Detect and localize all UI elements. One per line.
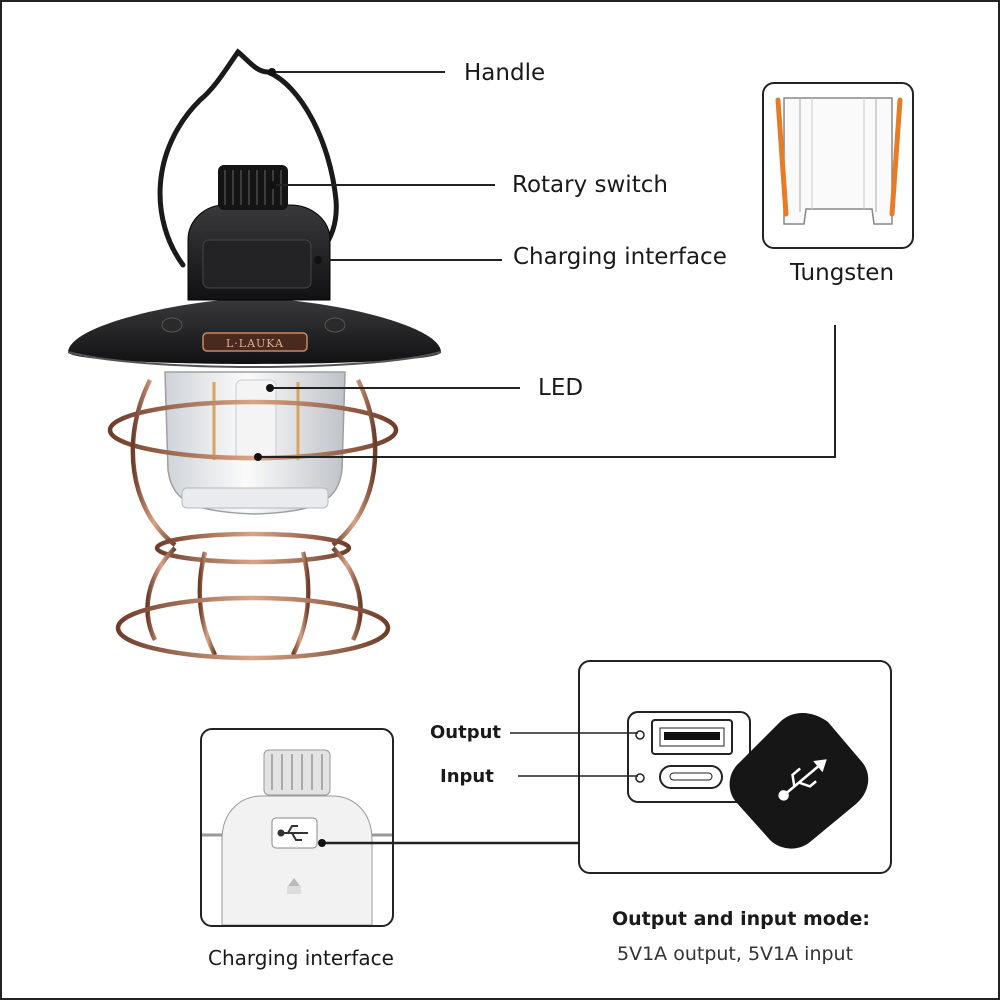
brand-badge-plate	[202, 332, 308, 352]
port-panel-drawing	[627, 711, 869, 849]
callout-charging-interface: Charging interface	[513, 244, 727, 270]
callout-led: LED	[538, 375, 584, 401]
lamp-shade	[68, 298, 441, 364]
usb-icon	[277, 825, 308, 841]
spec-detail: 5V1A output, 5V1A input	[617, 943, 854, 965]
callout-handle: Handle	[464, 60, 546, 86]
charging-interface-caption: Charging interface	[208, 946, 394, 970]
callout-rotary-switch: Rotary switch	[512, 172, 668, 198]
charging-interface-drawing	[202, 749, 392, 925]
port-output-label: Output	[430, 722, 502, 743]
callout-tungsten: Tungsten	[790, 260, 895, 286]
charging-interface-inset	[200, 728, 394, 927]
tungsten-inset	[762, 82, 914, 249]
brand-badge: L·LAUKA	[226, 337, 284, 350]
rotary-knob	[218, 165, 288, 210]
port-panel-inset	[578, 660, 892, 874]
tungsten-filament-drawing	[775, 97, 903, 225]
handle-wire	[157, 48, 339, 268]
port-input-label: Input	[440, 766, 494, 787]
usb-icon	[778, 759, 827, 801]
spec-title: Output and input mode:	[612, 908, 870, 930]
